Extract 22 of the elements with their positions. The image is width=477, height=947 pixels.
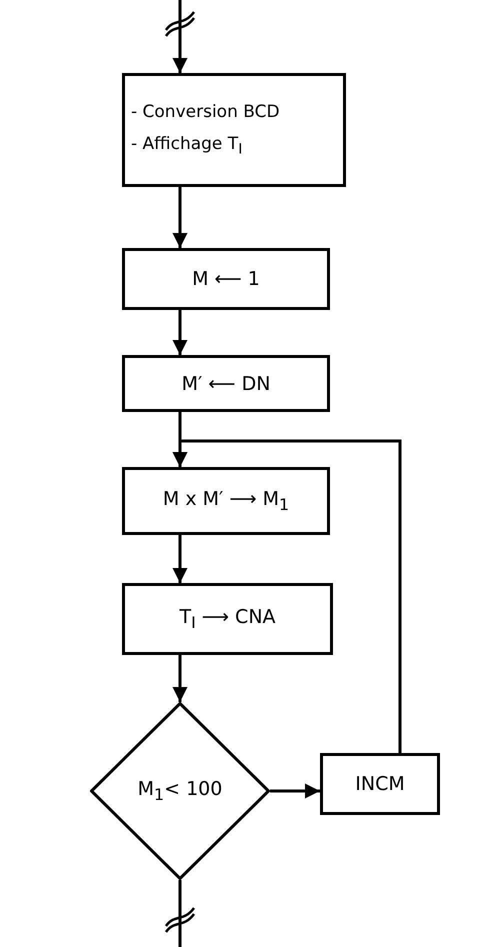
step-text: M x M′ ⟶ M$_{1}$ — [162, 488, 290, 514]
step-text: - Affichage T$_{I}$ — [130, 134, 244, 158]
process-box — [122, 583, 333, 655]
arrow — [172, 310, 188, 355]
step-text: INCM — [354, 773, 406, 795]
decision-diamond — [90, 702, 270, 880]
process-box — [122, 73, 346, 187]
process-box — [122, 355, 330, 412]
process-box — [320, 753, 440, 815]
arrow — [172, 187, 188, 248]
arrow — [172, 440, 402, 753]
step-text: M′ ⟵ DN — [180, 372, 272, 394]
step-text: M$_{1}$< 100 — [136, 778, 224, 804]
arrow — [172, 0, 188, 73]
process-box — [122, 248, 330, 310]
arrow — [270, 784, 320, 798]
arrow — [172, 655, 188, 702]
arrow — [172, 535, 188, 583]
step-text: - Conversion BCD — [130, 102, 281, 122]
step-text: M ⟵ 1 — [191, 268, 261, 290]
process-box — [122, 467, 330, 535]
step-text: T$_{I}$ ⟶ CNA — [178, 606, 277, 632]
